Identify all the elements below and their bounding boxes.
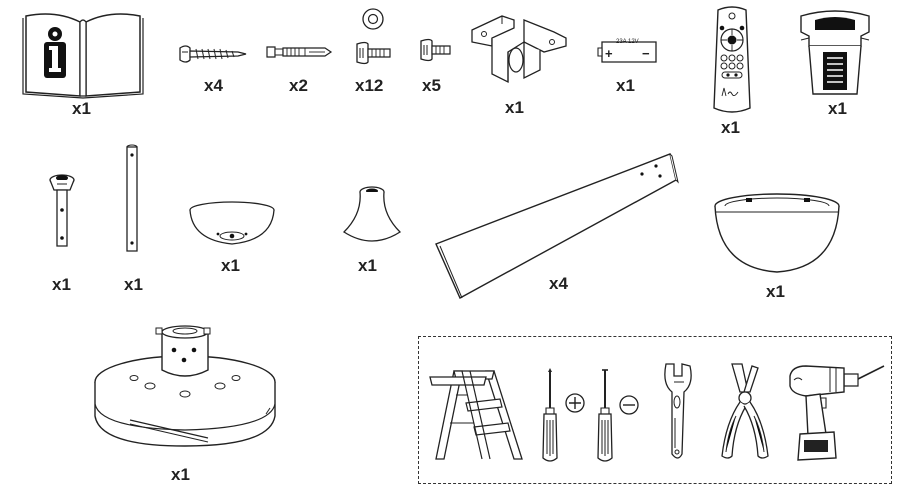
blade-quantity: x4 bbox=[549, 274, 568, 293]
blade-icon bbox=[434, 152, 684, 302]
mounting-bracket-icon bbox=[462, 8, 572, 88]
washer-screw-icon bbox=[354, 41, 394, 65]
machine-screw-icon bbox=[418, 38, 454, 62]
long-downrod-icon bbox=[124, 143, 140, 255]
battery-plus-sign: + bbox=[605, 46, 613, 61]
battery-minus-sign: − bbox=[642, 46, 650, 61]
wood-screw-icon bbox=[178, 44, 248, 64]
anchor-bolt-icon bbox=[265, 42, 335, 62]
adjustable-wrench-icon bbox=[660, 362, 696, 462]
manual-book-icon bbox=[22, 6, 144, 96]
remote-control-icon bbox=[712, 4, 752, 116]
anchor-bolt-quantity: x2 bbox=[289, 76, 308, 95]
manual-quantity: x1 bbox=[72, 99, 91, 118]
receiver-icon bbox=[795, 6, 875, 100]
battery-icon bbox=[598, 38, 660, 64]
light-cover-icon bbox=[712, 190, 842, 276]
washer-screw-quantity: x12 bbox=[355, 76, 384, 95]
short-downrod-icon bbox=[47, 170, 77, 250]
flathead-screwdriver-icon bbox=[595, 368, 615, 464]
motor-housing-quantity: x1 bbox=[171, 465, 190, 484]
canopy-cover-icon bbox=[340, 184, 404, 250]
canopy-icon bbox=[184, 200, 280, 248]
phillips-screwdriver-icon bbox=[540, 368, 560, 464]
remote-control-quantity: x1 bbox=[721, 118, 740, 137]
plus-sign-icon bbox=[564, 392, 586, 414]
battery-quantity: x1 bbox=[616, 76, 635, 95]
short-downrod-quantity: x1 bbox=[52, 275, 71, 294]
wood-screw-quantity: x4 bbox=[204, 76, 223, 95]
battery-voltage-label: 23A 12V bbox=[616, 39, 639, 45]
receiver-quantity: x1 bbox=[828, 99, 847, 118]
canopy-cover-quantity: x1 bbox=[358, 256, 377, 275]
tools-required-box bbox=[418, 336, 892, 484]
power-drill-icon bbox=[786, 362, 886, 464]
mounting-bracket-quantity: x1 bbox=[505, 98, 524, 117]
motor-housing-icon bbox=[90, 320, 280, 448]
canopy-quantity: x1 bbox=[221, 256, 240, 275]
long-downrod-quantity: x1 bbox=[124, 275, 143, 294]
light-cover-quantity: x1 bbox=[766, 282, 785, 301]
washer-icon bbox=[360, 8, 386, 30]
pliers-icon bbox=[720, 362, 770, 462]
minus-sign-icon bbox=[618, 394, 640, 416]
machine-screw-quantity: x5 bbox=[422, 76, 441, 95]
step-ladder-icon bbox=[426, 365, 526, 463]
